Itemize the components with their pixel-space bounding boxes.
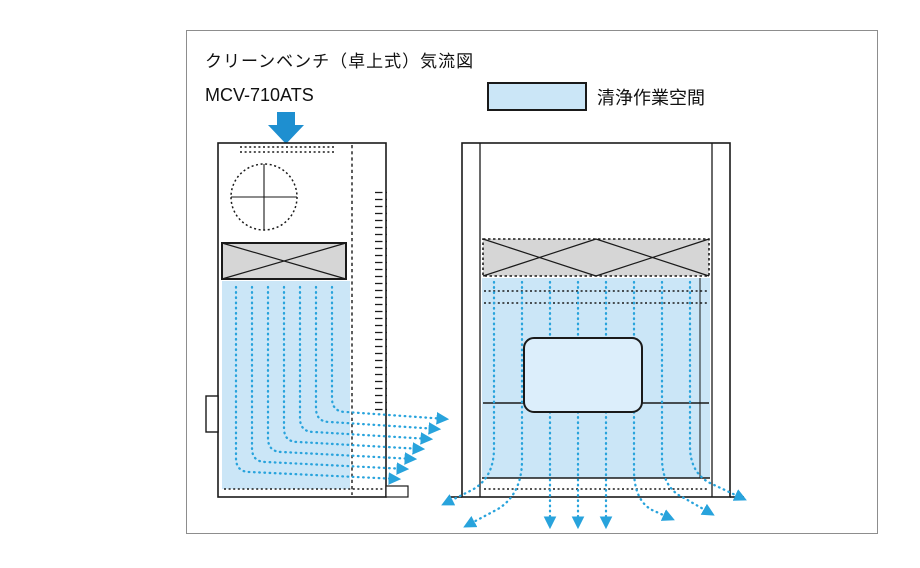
legend-label: 清浄作業空間 xyxy=(597,87,705,108)
airflow-line xyxy=(441,280,496,506)
filter-cross xyxy=(221,242,347,280)
airflow-line xyxy=(463,280,524,528)
foot xyxy=(385,485,409,498)
model-number: MCV-710ATS xyxy=(205,85,314,105)
intake-arrow-icon xyxy=(268,112,304,144)
louver-slits xyxy=(375,190,387,414)
airflow-line xyxy=(234,285,402,485)
front-window xyxy=(523,337,643,413)
legend-swatch xyxy=(487,82,587,111)
hepa-filter-right xyxy=(482,238,710,277)
airflow-lines-right xyxy=(441,280,747,530)
side-handle xyxy=(205,395,219,433)
diagram-title: クリーンベンチ（卓上式）気流図 xyxy=(205,52,475,71)
airflow-line xyxy=(266,285,418,465)
clean-space-left xyxy=(222,281,350,489)
airflow-line xyxy=(298,285,434,445)
legend: 清浄作業空間 xyxy=(487,82,705,111)
filter-cross xyxy=(595,238,710,277)
airflow-line xyxy=(632,280,675,521)
airflow-line xyxy=(660,280,715,516)
legend-swatch-rect xyxy=(487,82,587,111)
airflow-line xyxy=(282,285,426,455)
filter-cross xyxy=(482,238,597,277)
left-unit-side-view xyxy=(205,142,409,498)
airflow-line xyxy=(688,280,747,501)
right-unit-front-view xyxy=(448,142,744,498)
airflow-line xyxy=(314,285,442,435)
airflow-lines-left xyxy=(234,285,450,485)
airflow-line xyxy=(250,285,410,475)
